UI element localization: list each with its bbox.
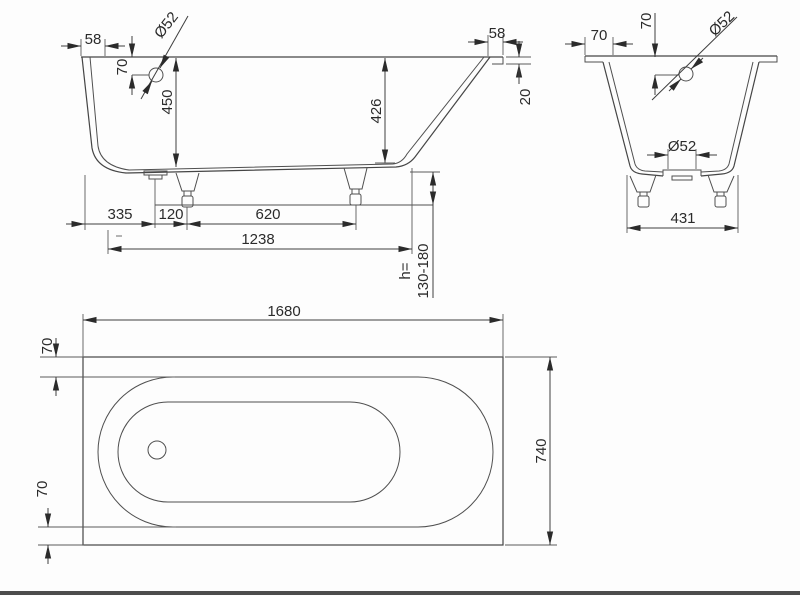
end-rim-left-lip	[584, 56, 603, 63]
drain-hole	[147, 440, 167, 460]
side-rim-lip	[492, 57, 504, 65]
dim-side-rim-lip-label: 20	[517, 89, 534, 106]
foot-adjuster	[349, 193, 362, 206]
dim-side-inner-depth-back: 426	[368, 58, 395, 164]
foot-stem	[351, 189, 360, 194]
end-drain-fitting	[662, 169, 702, 181]
foot-cup	[343, 167, 368, 190]
foot-stem	[716, 192, 725, 196]
dim-plan-rim-bottom: 70	[34, 481, 176, 564]
plan-inner-rim	[97, 376, 494, 528]
end-rim-right-lip	[759, 56, 778, 63]
dim-end-overflow-offset: 70	[638, 13, 679, 95]
dim-side-rim-overhang-right: 58	[468, 25, 523, 56]
dim-side-foot-spacing-label: 620	[255, 206, 280, 223]
dim-side-overflow-offset-label: 70	[114, 59, 131, 76]
end-inner-contour	[608, 61, 754, 173]
foot-stem	[639, 192, 648, 196]
plan-basin-floor	[117, 401, 401, 503]
end-right-foot	[707, 174, 735, 208]
foot-adjuster	[181, 195, 194, 208]
dim-side-height-range: h= 130-180	[397, 171, 440, 299]
dim-end-overflow-diameter-label: Ø52	[706, 8, 738, 40]
end-outer-contour	[602, 61, 760, 177]
side-right-foot	[343, 167, 368, 206]
foot-stem	[183, 191, 192, 196]
dim-side-overflow-diameter-label: Ø52	[151, 9, 182, 42]
dim-plan-width: 740	[505, 356, 557, 546]
dim-side-inner-depth: 450	[159, 58, 180, 167]
end-view: 70 70 Ø52 Ø52 431	[565, 8, 778, 233]
side-inner-contour	[89, 56, 485, 171]
dim-side-rim-overhang-left: 58	[61, 31, 125, 56]
drain-nub	[671, 175, 693, 181]
dim-plan-rim-top: 70	[39, 338, 175, 396]
side-left-foot	[175, 172, 200, 208]
dim-side-bottom-chain: 335 120 620 1238	[66, 168, 413, 254]
dim-end-overflow-diameter: Ø52	[651, 8, 738, 101]
dim-plan-length: 1680	[82, 303, 504, 357]
side-view: 58 Ø52 70 450 426	[61, 9, 534, 299]
dim-side-rim-overhang-right-label: 58	[489, 25, 506, 42]
dim-end-foot-track-label: 431	[670, 210, 695, 227]
dim-plan-rim-bottom-label: 70	[34, 481, 51, 498]
dim-side-drain-to-foot-label: 120	[158, 206, 183, 223]
foot-cup	[175, 172, 200, 192]
dim-side-rim-lip: 20	[506, 41, 534, 105]
side-outer-contour	[81, 56, 491, 174]
dim-side-height-range-label: 130-180	[415, 243, 432, 298]
drain-flange	[662, 169, 702, 176]
foot-adjuster	[714, 195, 727, 208]
end-left-foot	[629, 174, 657, 208]
foot-adjuster	[637, 195, 650, 208]
page-bottom-border	[0, 591, 800, 595]
dim-side-overflow-offset: 70	[114, 36, 149, 95]
dim-plan-rim-top-label: 70	[39, 338, 56, 355]
drain-nub	[148, 174, 163, 180]
dim-side-overflow-diameter: Ø52	[140, 9, 189, 100]
dim-end-rim-overhang-label: 70	[591, 27, 608, 44]
dim-side-base-length-label: 1238	[241, 231, 274, 248]
dim-end-foot-track: 431	[626, 175, 739, 233]
dim-plan-length-label: 1680	[267, 303, 300, 320]
dim-side-height-prefix-label: h=	[397, 262, 414, 279]
plan-outer-rim	[82, 356, 504, 546]
dim-end-rim-overhang: 70	[565, 27, 633, 55]
foot-cup	[629, 174, 657, 193]
foot-cup	[707, 174, 735, 193]
dim-side-left-to-drain-label: 335	[107, 206, 132, 223]
dim-side-inner-depth-back-label: 426	[368, 98, 385, 123]
side-drain-fitting	[143, 170, 168, 228]
dim-end-drain-diameter-label: Ø52	[668, 138, 696, 155]
plan-view: 1680 70 70 740	[34, 303, 557, 564]
dim-end-overflow-offset-label: 70	[638, 13, 655, 30]
dim-end-drain-diameter: Ø52	[647, 138, 717, 169]
overflow-hole	[678, 66, 694, 82]
dim-side-inner-depth-label: 450	[159, 89, 176, 114]
dim-plan-width-label: 740	[533, 438, 550, 463]
dim-side-rim-overhang-left-label: 58	[85, 31, 102, 48]
overflow-hole	[148, 67, 164, 83]
